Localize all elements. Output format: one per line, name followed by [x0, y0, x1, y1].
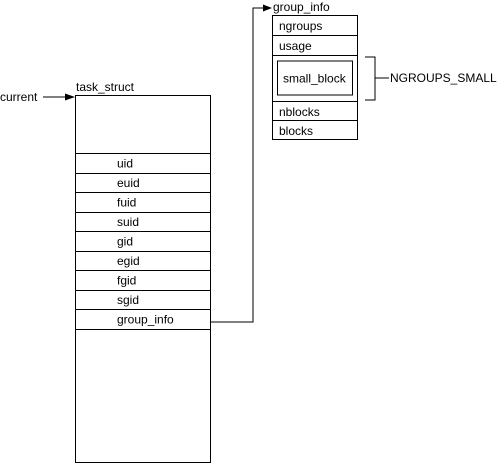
group-info-pointer-line [210, 7, 264, 323]
current-arrow-head [65, 93, 75, 101]
task-field-egid: egid [117, 254, 140, 268]
task-struct-fields: uid euid fuid suid gid egid fgid sgid group_info [75, 153, 211, 330]
group-field-ngroups: ngroups [279, 19, 322, 33]
task-field-uid: uid [117, 157, 133, 171]
task-field-euid: euid [117, 176, 140, 190]
task-field-fuid: fuid [117, 196, 136, 210]
group-info-pointer-head [263, 4, 272, 12]
group-info-box [272, 15, 358, 140]
ngroups-small-bracket [365, 56, 376, 101]
current-label: current [0, 90, 38, 104]
task-struct-box [75, 95, 211, 463]
group-field-usage: usage [279, 39, 312, 53]
ngroups-small-label: NGROUPS_SMALL [390, 71, 497, 85]
task-field-suid: suid [117, 215, 139, 229]
group-field-blocks: blocks [279, 124, 313, 138]
group-field-small-block: small_block [283, 72, 347, 86]
task-struct-title: task_struct [76, 80, 135, 94]
task-field-fgid: fgid [117, 274, 136, 288]
task-field-group-info: group_info [117, 313, 174, 327]
task-field-gid: gid [117, 235, 133, 249]
group-field-nblocks: nblocks [279, 105, 320, 119]
group-info-title: group_info [273, 0, 330, 14]
task-field-sgid: sgid [117, 293, 139, 307]
small-block-box [277, 60, 353, 96]
